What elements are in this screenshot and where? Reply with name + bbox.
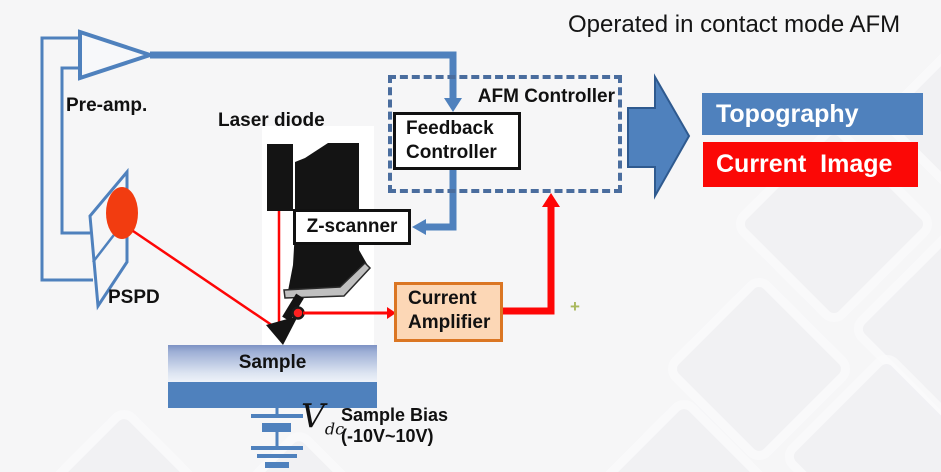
laser-diode-block [267, 144, 293, 211]
cantilever-tip [266, 316, 298, 345]
pre-amp-label: Pre-amp. [66, 95, 148, 116]
amplifier-controller-arrow [503, 193, 560, 315]
head-edge-stripe [283, 261, 372, 299]
sample-label: Sample [168, 345, 377, 382]
laser-diode-label: Laser diode [218, 110, 325, 131]
contact-point-dot [291, 306, 305, 320]
output-block-arrow [627, 73, 691, 200]
deflection-signal-arrow [150, 51, 462, 112]
sample-holder [168, 382, 377, 408]
diagram-title: Operated in contact mode AFM [568, 11, 901, 38]
feedback-controller-box: Feedback Controller [393, 112, 521, 170]
afm-controller-box: AFM Controller [388, 75, 622, 193]
tip-current-arrow [303, 307, 396, 319]
current-amplifier-box: Current Amplifier [394, 282, 503, 342]
afm-controller-label: AFM Controller [477, 86, 615, 107]
sample-bias-range: (-10V~10V) [341, 426, 434, 446]
current-image-output-bar: Current Image [703, 142, 918, 187]
bias-voltage-symbol: Vdc [301, 399, 344, 446]
cantilever-arm [282, 293, 304, 322]
topography-output-bar: Topography [702, 93, 923, 135]
bias-battery-ground [251, 408, 303, 468]
plus-marker: + [570, 297, 580, 316]
bias-v: V [301, 396, 325, 435]
sample-bias-label: Sample Bias (-10V~10V) [341, 405, 448, 447]
sample-bias-name: Sample Bias [341, 405, 449, 425]
pspd-label: PSPD [108, 287, 160, 308]
pspd-signal-lines [40, 36, 93, 282]
pre-amp-triangle [78, 29, 157, 81]
laser-beam [132, 211, 281, 332]
laser-spot [106, 187, 138, 239]
z-scanner-box: Z-scanner [293, 209, 411, 245]
bias-dc-subscript: dc [324, 419, 345, 439]
sample-stage: Sample [168, 345, 377, 408]
